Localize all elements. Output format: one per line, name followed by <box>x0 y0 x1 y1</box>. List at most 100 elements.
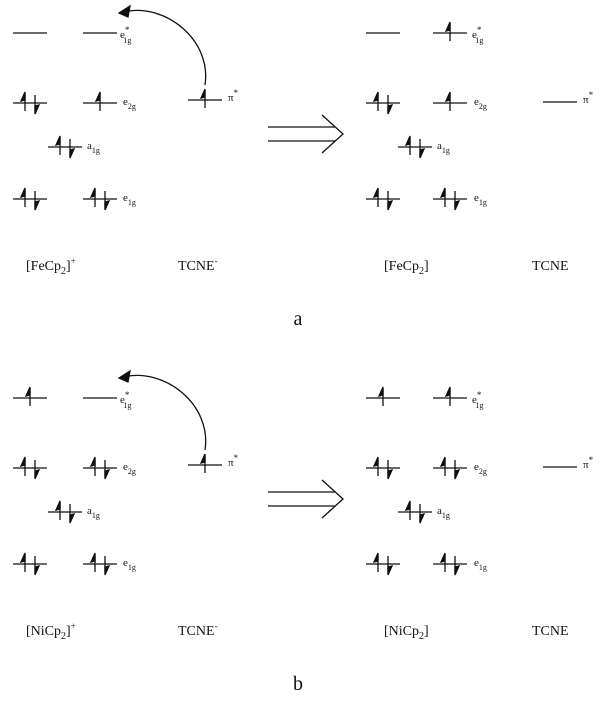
spin-up-head <box>372 552 379 563</box>
orbital-label-base: a <box>87 140 92 152</box>
electron-transfer-arrow <box>117 369 207 451</box>
orbital-label-sup: * <box>234 88 239 98</box>
spin-up-head <box>199 88 206 99</box>
spin-up-head <box>404 500 411 511</box>
spin-down-head <box>69 148 76 159</box>
spin-up-head <box>89 187 96 198</box>
a1g-label: a1g <box>87 505 100 520</box>
orbital-label-base: e <box>474 192 479 204</box>
spin-up-head <box>404 135 411 146</box>
a1g-level <box>398 500 432 524</box>
e1g-label: e1g <box>474 557 487 572</box>
spin-up-head <box>89 552 96 563</box>
e1g-level-right <box>83 187 117 211</box>
orbital-label-sub: 2g <box>128 102 136 111</box>
orbital-label-base: e <box>120 394 125 406</box>
pi-star-label: π* <box>583 90 594 106</box>
a1g-label: a1g <box>87 140 100 155</box>
spin-down-head <box>104 565 111 576</box>
transfer-arrow-curve <box>122 374 207 451</box>
spin-up-head <box>89 456 96 467</box>
pi-star-label: π* <box>228 88 239 104</box>
e2g-level-left <box>366 456 400 480</box>
e1g-label: e1g <box>474 192 487 207</box>
spin-down-head <box>34 469 41 480</box>
reaction-double-arrow <box>268 479 344 519</box>
spin-down-head <box>34 104 41 115</box>
caption-main: TCNE <box>532 624 569 639</box>
e1g-star-level-right <box>433 21 467 41</box>
caption-main: [NiCp <box>384 624 419 639</box>
panel-a: e*1ge2ga1ge1gπ*[FeCp2]+TCNE-e*1ge2ga1ge1… <box>13 4 594 330</box>
orbital-label-sub: 1g <box>442 511 450 520</box>
orbital-label-sup: * <box>477 25 482 35</box>
orbital-label-base: e <box>123 96 128 108</box>
double-arrow-head <box>321 479 344 519</box>
left-complex-caption: [FeCp2]+ <box>26 256 76 277</box>
orbital-label-sub: 1g <box>92 511 100 520</box>
spin-up-head <box>19 456 26 467</box>
orbital-label-base: e <box>120 29 125 41</box>
caption-sub: 2 <box>61 266 66 277</box>
e1g-star-label: e*1g <box>472 25 483 45</box>
e1g-level-left <box>366 187 400 211</box>
e2g-level-right <box>83 456 117 480</box>
spin-up-head <box>94 91 101 102</box>
spin-down-head <box>387 565 394 576</box>
e1g-level-right <box>433 187 467 211</box>
pi-star-label: π* <box>583 455 594 471</box>
orbital-label-base: e <box>474 461 479 473</box>
orbital-label-base: a <box>437 505 442 517</box>
orbital-label-base: π <box>228 457 234 469</box>
orbital-label-base: e <box>472 29 477 41</box>
left-tcne-caption: TCNE- <box>178 621 218 639</box>
orbital-label-base: π <box>583 459 589 471</box>
e2g-level-right <box>433 456 467 480</box>
a1g-label: a1g <box>437 140 450 155</box>
caption-tail: ] <box>66 624 71 639</box>
e2g-label: e2g <box>474 96 487 111</box>
left-complex-caption: [NiCp2]+ <box>26 621 76 642</box>
panel-letter: b <box>293 673 303 695</box>
electron-transfer-arrow <box>117 4 207 86</box>
spin-up-head <box>444 91 451 102</box>
e2g-level-right <box>83 91 117 111</box>
spin-up-head <box>54 135 61 146</box>
orbital-label-base: π <box>228 92 234 104</box>
orbital-label-sup: * <box>589 90 594 100</box>
spin-down-head <box>419 513 426 524</box>
orbital-label-sub: 1g <box>128 198 136 207</box>
caption-main: TCNE <box>178 624 215 639</box>
e2g-level-left <box>366 91 400 115</box>
e2g-label: e2g <box>123 96 136 111</box>
spin-up-head <box>19 552 26 563</box>
spin-down-head <box>454 200 461 211</box>
e1g-level-left <box>13 552 47 576</box>
spin-down-head <box>104 200 111 211</box>
e1g-star-level-left <box>366 386 400 406</box>
spin-down-head <box>419 148 426 159</box>
e2g-level-left <box>13 91 47 115</box>
e1g-star-level-left <box>13 386 47 406</box>
transfer-arrow-curve <box>122 9 207 86</box>
orbital-label-base: e <box>472 394 477 406</box>
orbital-label-sup: * <box>477 390 482 400</box>
orbital-label-sub: 1g <box>475 36 483 45</box>
caption-sup: + <box>71 621 76 631</box>
orbital-label-base: a <box>87 505 92 517</box>
caption-main: TCNE <box>532 259 569 274</box>
orbital-label-sub: 1g <box>92 146 100 155</box>
caption-tail: ] <box>66 259 71 274</box>
orbital-label-sup: * <box>125 25 130 35</box>
spin-down-head <box>387 104 394 115</box>
orbital-label-base: e <box>474 96 479 108</box>
caption-sub: 2 <box>419 266 424 277</box>
e1g-star-level-right <box>433 386 467 406</box>
panel-b: e*1ge2ga1ge1gπ*[NiCp2]+TCNE-e*1ge2ga1ge1… <box>13 369 594 695</box>
spin-down-head <box>104 469 111 480</box>
orbital-label-sup: * <box>234 453 239 463</box>
orbital-label-sub: 1g <box>479 198 487 207</box>
orbital-label-sub: 1g <box>128 563 136 572</box>
